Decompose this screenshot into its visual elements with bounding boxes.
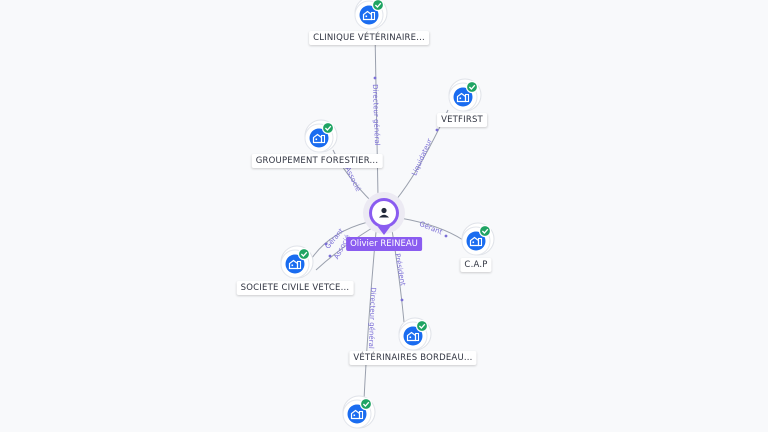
person-icon [379, 207, 389, 218]
relation-label: Directeur général [367, 287, 377, 349]
person-node[interactable] [363, 192, 405, 235]
building-icon [456, 92, 470, 103]
building-icon [312, 133, 326, 144]
building-icon [406, 331, 420, 342]
relation-edge-scvetce[interactable] [315, 227, 373, 271]
verified-check-icon [297, 247, 311, 261]
verified-check-icon [415, 319, 429, 333]
building-icon [362, 10, 376, 21]
company-label-clinique[interactable]: CLINIQUE VÉTÉRINAIRE... [309, 31, 429, 45]
company-label-vetbordeaux[interactable]: VÉTÉRINAIRES BORDEAU... [349, 351, 477, 365]
company-node-clinique[interactable] [354, 0, 388, 30]
company-label-vetfirst[interactable]: VETFIRST [437, 113, 487, 127]
relation-edge-bottom[interactable] [363, 231, 377, 401]
relation-label: Directeur général [371, 84, 381, 146]
company-node-cap[interactable] [461, 222, 495, 256]
edge-arrow [435, 128, 439, 132]
verified-check-icon [371, 0, 385, 12]
edge-arrow [444, 234, 448, 238]
company-node-bottom[interactable] [342, 395, 376, 429]
edge-arrow [324, 242, 328, 246]
company-label-cap[interactable]: C.A.P [460, 258, 492, 272]
relation-label: Liquidateur [410, 137, 434, 177]
company-node-vetbordeaux[interactable] [398, 317, 432, 351]
relation-edge-scvetce[interactable] [311, 221, 369, 259]
company-node-scvetce[interactable] [280, 245, 314, 279]
company-node-groupement[interactable] [304, 119, 338, 153]
company-label-scvetce[interactable]: SOCIETE CIVILE VETCE... [236, 281, 354, 295]
verified-check-icon [321, 121, 335, 135]
relation-label: Président [393, 253, 407, 287]
building-icon [350, 409, 364, 420]
person-label[interactable]: Olivier REINEAU [346, 237, 422, 251]
verified-check-icon [359, 397, 373, 411]
building-icon [469, 236, 483, 247]
edge-arrow [373, 76, 377, 80]
company-label-groupement[interactable]: GROUPEMENT FORESTIER... [251, 154, 383, 168]
company-node-vetfirst[interactable] [448, 78, 482, 112]
relation-edge-cap[interactable] [399, 217, 464, 241]
relation-label: Gérant [418, 220, 444, 237]
edge-arrow [400, 298, 404, 302]
verified-check-icon [465, 80, 479, 94]
relation-edge-clinique[interactable] [374, 31, 379, 197]
building-icon [288, 259, 302, 270]
verified-check-icon [478, 224, 492, 238]
relation-label: Associé [343, 165, 362, 192]
person-pin-tip [378, 227, 390, 235]
edge-arrow [328, 254, 332, 258]
